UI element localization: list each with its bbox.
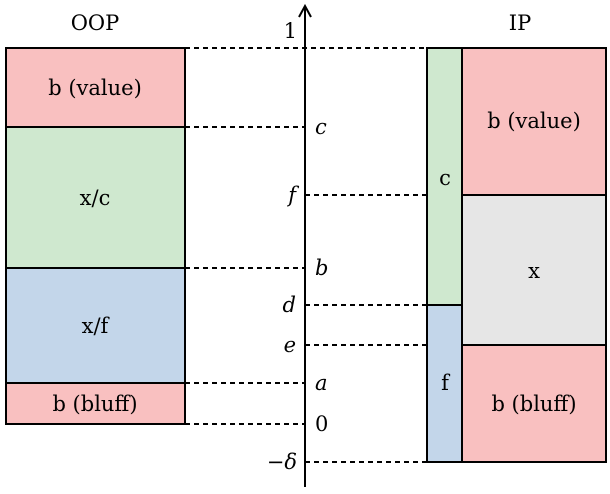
ip-label-call: c bbox=[439, 166, 451, 190]
vertical-axis: 1 c f b d e a 0 −δ bbox=[267, 3, 328, 487]
axis-arrow-icon bbox=[298, 3, 312, 18]
ip-label-fold: f bbox=[441, 371, 451, 395]
tick-a: a bbox=[315, 371, 328, 395]
ip-segment-check bbox=[461, 194, 607, 346]
ip-segment-bluff bbox=[461, 344, 607, 463]
oop-column: b (value) x/c x/f b (bluff) bbox=[5, 47, 186, 425]
ip-label-bluff: b (bluff) bbox=[491, 392, 576, 416]
oop-segment-check-call bbox=[5, 126, 186, 269]
tick-f: f bbox=[286, 183, 299, 207]
tick-neg-delta: −δ bbox=[267, 450, 297, 474]
oop-segment-value-bet bbox=[5, 47, 186, 128]
tick-1: 1 bbox=[284, 19, 297, 43]
ip-column: c f b (value) x b (bluff) bbox=[426, 47, 607, 463]
ip-label-value: b (value) bbox=[487, 109, 581, 133]
oop-label-bluff: b (bluff) bbox=[52, 392, 137, 416]
ip-segment-value-bet bbox=[461, 47, 607, 196]
oop-label-value: b (value) bbox=[48, 76, 142, 100]
oop-label-check-call: x/c bbox=[80, 186, 111, 210]
oop-label-check-fold: x/f bbox=[82, 314, 111, 338]
guide-lines bbox=[185, 47, 427, 463]
oop-title: OOP bbox=[71, 11, 120, 35]
ip-segment-call bbox=[426, 47, 463, 306]
ip-label-check: x bbox=[528, 259, 540, 283]
tick-d: d bbox=[283, 293, 296, 317]
tick-b: b bbox=[315, 256, 328, 280]
tick-0: 0 bbox=[315, 412, 328, 436]
oop-segment-bluff bbox=[5, 382, 186, 425]
tick-c: c bbox=[315, 115, 327, 139]
ip-title: IP bbox=[509, 11, 531, 35]
tick-e: e bbox=[284, 333, 296, 357]
oop-segment-check-fold bbox=[5, 267, 186, 384]
